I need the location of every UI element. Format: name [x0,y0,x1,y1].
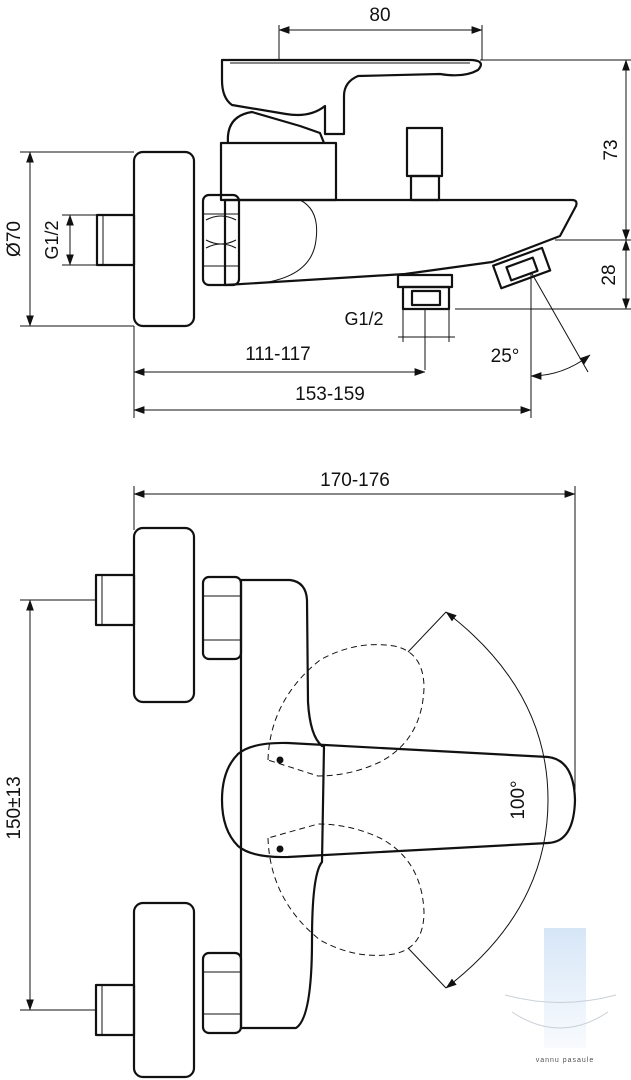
lower-nut [201,951,243,1035]
upper-flange [132,526,196,704]
diverter-knob [405,126,444,202]
aerator [492,246,552,290]
lever-screw-bottom [276,845,284,853]
front-view: 170-176 100° [4,470,577,1079]
watermark-logo: vannu pasaule [504,928,617,1064]
inlet-pipe [95,213,136,267]
dim-28-label: 28 [599,264,620,285]
connecting-nut [201,193,241,287]
lever-screw-top [276,756,284,764]
dim-inlet-thread-label: G1/2 [42,220,62,259]
mixer-body [239,578,326,1030]
upper-nut [201,575,243,661]
lever [220,58,482,136]
front-lever [220,741,577,859]
lever-ghost-lower [267,823,425,956]
rotation-arc [445,611,549,989]
dim-spout-length-label: 153-159 [295,384,365,405]
wall-flange [132,150,196,328]
lower-flange [132,901,196,1079]
watermark-text: vannu pasaule [536,1057,595,1064]
dim-inlet-spacing-label: 150±13 [4,776,25,839]
dim-outlet-position-label: 111-117 [245,344,311,365]
dim-angle-label: 25° [491,346,520,367]
dim-73-label: 73 [601,139,622,160]
dim-outlet-thread-label: G1/2 [344,309,383,329]
lever-ghost-upper [267,644,425,777]
cartridge-body [219,141,338,202]
dim-rotation-label: 100° [508,780,529,819]
dim-80-label: 80 [369,5,390,26]
hand-shower-connector [396,273,454,311]
side-view: 80 73 28 Ø70 G1/2 G1/2 25° 111 [4,5,631,418]
spout-body [223,198,578,287]
dim-total-width-label: 170-176 [320,470,390,491]
dim-diameter-label: Ø70 [4,221,25,257]
